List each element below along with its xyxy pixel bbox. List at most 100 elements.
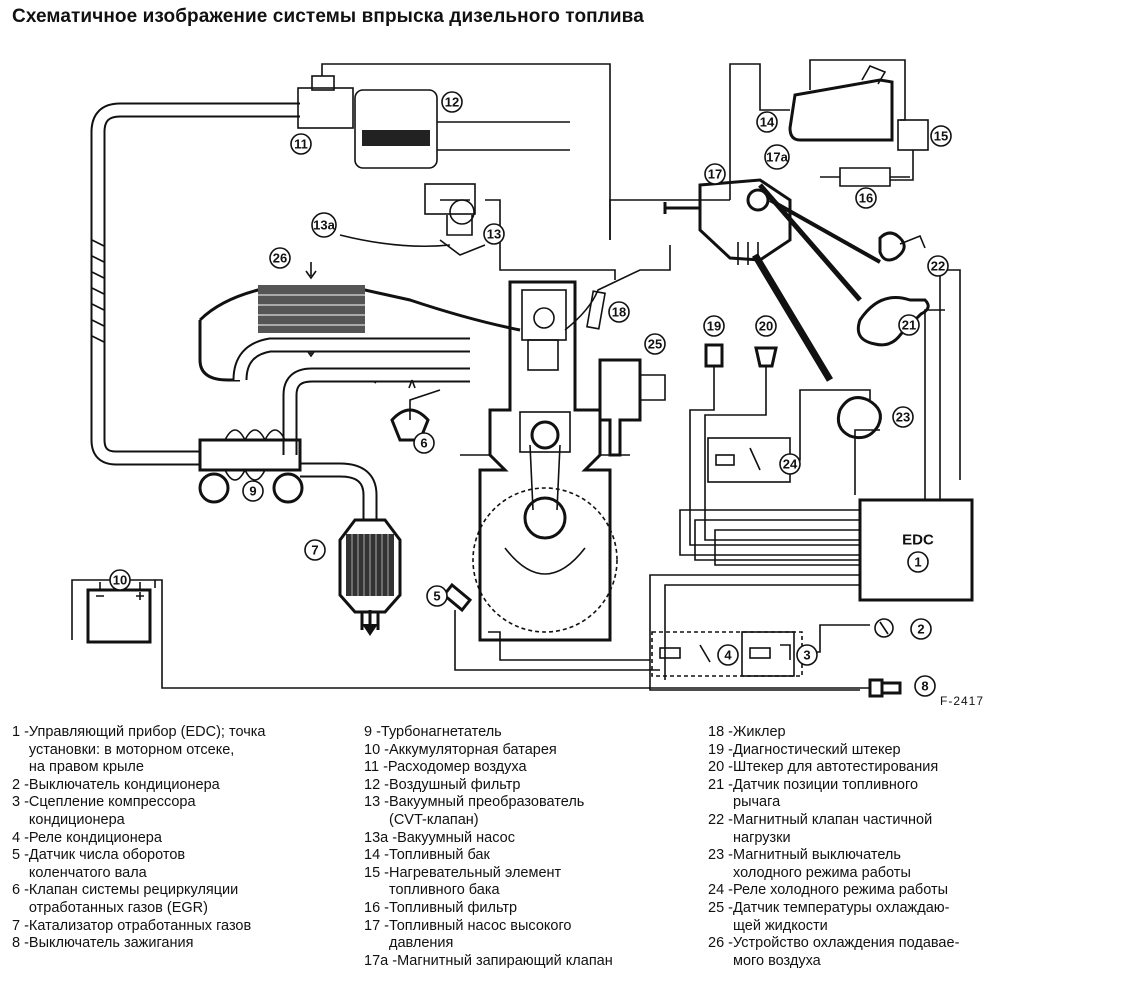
legend-number: 23 - xyxy=(708,847,733,864)
legend-number: 26 - xyxy=(708,935,733,952)
svg-text:16: 16 xyxy=(859,191,873,206)
exhaust-pipework xyxy=(282,367,470,520)
svg-text:14: 14 xyxy=(760,115,775,130)
legend-number: 19 - xyxy=(708,741,733,758)
svg-text:11: 11 xyxy=(294,137,308,152)
legend-item: 3 - Сцепление компрессора кондиционера xyxy=(12,794,332,829)
legend-number: 5 - xyxy=(12,847,29,864)
callout-11: 11 xyxy=(290,133,312,155)
legend-number: 25 - xyxy=(708,899,733,916)
legend-text: Топливный фильтр xyxy=(389,899,518,916)
callout-22: 22 xyxy=(927,255,949,277)
air-filter xyxy=(354,89,570,169)
legend-item: 13 - Вакуумный преобразователь (CVT-клап… xyxy=(364,794,684,829)
legend-item: 10 - Аккумуляторная батарея xyxy=(364,742,684,760)
ac-relay-area xyxy=(651,624,870,677)
legend-number: 9 - xyxy=(364,724,381,740)
legend-text: Диагностический штекер xyxy=(733,741,901,758)
vacuum-converter xyxy=(339,183,730,280)
svg-text:25: 25 xyxy=(648,337,662,352)
legend-item: 26 - Устройство охлаждения подавае- мого… xyxy=(708,935,1028,970)
legend-item: 20 - Штекер для автотестирования xyxy=(708,759,1028,777)
high-pressure-pump xyxy=(663,178,881,382)
svg-text:19: 19 xyxy=(707,319,721,334)
legend-number: 15 - xyxy=(364,864,389,881)
callout-6: 6 xyxy=(413,432,435,454)
callout-26: 26 xyxy=(269,247,291,269)
legend-number: 2 - xyxy=(12,776,29,793)
legend-item: 22 - Магнитный клапан частичной нагрузки xyxy=(708,812,1028,847)
legend-item: 21 - Датчик позиции топливного рычага xyxy=(708,777,1028,812)
legend-item: 19 - Диагностический штекер xyxy=(708,742,1028,760)
legend-text: Реле кондиционера xyxy=(28,829,162,846)
callout-14: 14 xyxy=(756,111,778,133)
legend-number: 17 - xyxy=(364,917,389,934)
legend-text: Клапан системы рециркуляции отработанных… xyxy=(28,882,239,916)
legend-item: 17 - Топливный насос высокого давления xyxy=(364,918,684,953)
callout-17: 17 xyxy=(704,163,726,185)
legend-number: 22 - xyxy=(708,811,733,828)
legend-item: 4 - Реле кондиционера xyxy=(12,830,332,848)
legend-text: Вакуумный преобразователь (CVT-клапан) xyxy=(389,794,585,828)
engine xyxy=(460,280,630,642)
svg-text:17: 17 xyxy=(708,167,722,182)
legend-number: 20 - xyxy=(708,759,733,776)
legend-item: 17a - Магнитный запирающий клапан xyxy=(364,953,684,971)
callout-13: 13 xyxy=(483,223,505,245)
legend-item: 1 - Управляющий прибор (EDC); точка уста… xyxy=(12,724,332,777)
page-title: Схематичное изображение системы впрыска … xyxy=(12,6,644,27)
legend-text: Магнитный выключатель холодного режима р… xyxy=(733,847,911,881)
legend-text: Расходомер воздуха xyxy=(387,759,527,776)
legend-text: Устройство охлаждения подавае- мого возд… xyxy=(733,935,960,969)
callout-18: 18 xyxy=(608,301,630,323)
legend-item: 18 - Жиклер xyxy=(708,724,1028,742)
fuel-tank xyxy=(729,59,929,200)
callout-10: 10 xyxy=(109,569,131,591)
switches xyxy=(868,618,902,698)
svg-text:13: 13 xyxy=(487,227,501,242)
sensor-group xyxy=(830,231,930,440)
svg-text:20: 20 xyxy=(759,319,773,334)
air-flow-meter xyxy=(297,63,611,240)
legend-number: 24 - xyxy=(708,882,733,899)
diagnostic-plugs xyxy=(689,343,860,546)
legend-number: 12 - xyxy=(364,776,389,793)
legend-text: Датчик температуры охлаждаю- щей жидкост… xyxy=(733,899,950,934)
legend-item: 6 - Клапан системы рециркуляции отработа… xyxy=(12,882,332,917)
callout-19: 19 xyxy=(703,315,725,337)
callout-1: 1 xyxy=(907,551,929,573)
legend-item: 15 - Нагревательный элемент топливного б… xyxy=(364,865,684,900)
turbocharger xyxy=(198,429,304,504)
legend-text: Штекер для автотестирования xyxy=(733,759,939,776)
injection-system-schematic: 1 EDC 2 3 4 5 6 7 8 9 10 11 12 13 13a 14… xyxy=(71,59,974,698)
legend-item: 7 - Катализатор отработанных газов xyxy=(12,918,332,936)
battery xyxy=(71,579,870,689)
legend-text: Аккумуляторная батарея xyxy=(389,741,557,758)
legend-text: Жиклер xyxy=(733,724,786,740)
legend-number: 21 - xyxy=(708,776,733,793)
legend-number: 8 - xyxy=(12,935,29,952)
legend-item: 25 - Датчик температуры охлаждаю- щей жи… xyxy=(708,900,1028,935)
legend-number: 10 - xyxy=(364,741,389,758)
callout-2: 2 xyxy=(910,618,932,640)
egr-valve xyxy=(390,379,441,442)
edc-label: EDC xyxy=(902,532,934,549)
legend-item: 5 - Датчик числа оборотов коленчатого ва… xyxy=(12,847,332,882)
catalytic-converter xyxy=(338,518,402,636)
callout-17a: 17a xyxy=(764,144,790,170)
legend-item: 9 - Турбонагнетатель xyxy=(364,724,684,742)
legend-number: 7 - xyxy=(12,917,29,934)
legend-item: 13a - Вакуумный насос xyxy=(364,830,684,848)
crankshaft-sensor xyxy=(441,582,660,671)
legend-item: 23 - Магнитный выключатель холодного реж… xyxy=(708,847,1028,882)
svg-text:24: 24 xyxy=(783,457,798,472)
legend-text: Реле холодного режима работы xyxy=(733,882,949,899)
callout-13a: 13a xyxy=(311,212,337,238)
svg-text:15: 15 xyxy=(934,129,948,144)
legend-text: Выключатель зажигания xyxy=(28,935,194,952)
callout-3: 3 xyxy=(796,644,818,666)
legend-text: Воздушный фильтр xyxy=(389,776,521,793)
legend-number: 1 - xyxy=(12,724,29,740)
legend-item: 24 - Реле холодного режима работы xyxy=(708,882,1028,900)
